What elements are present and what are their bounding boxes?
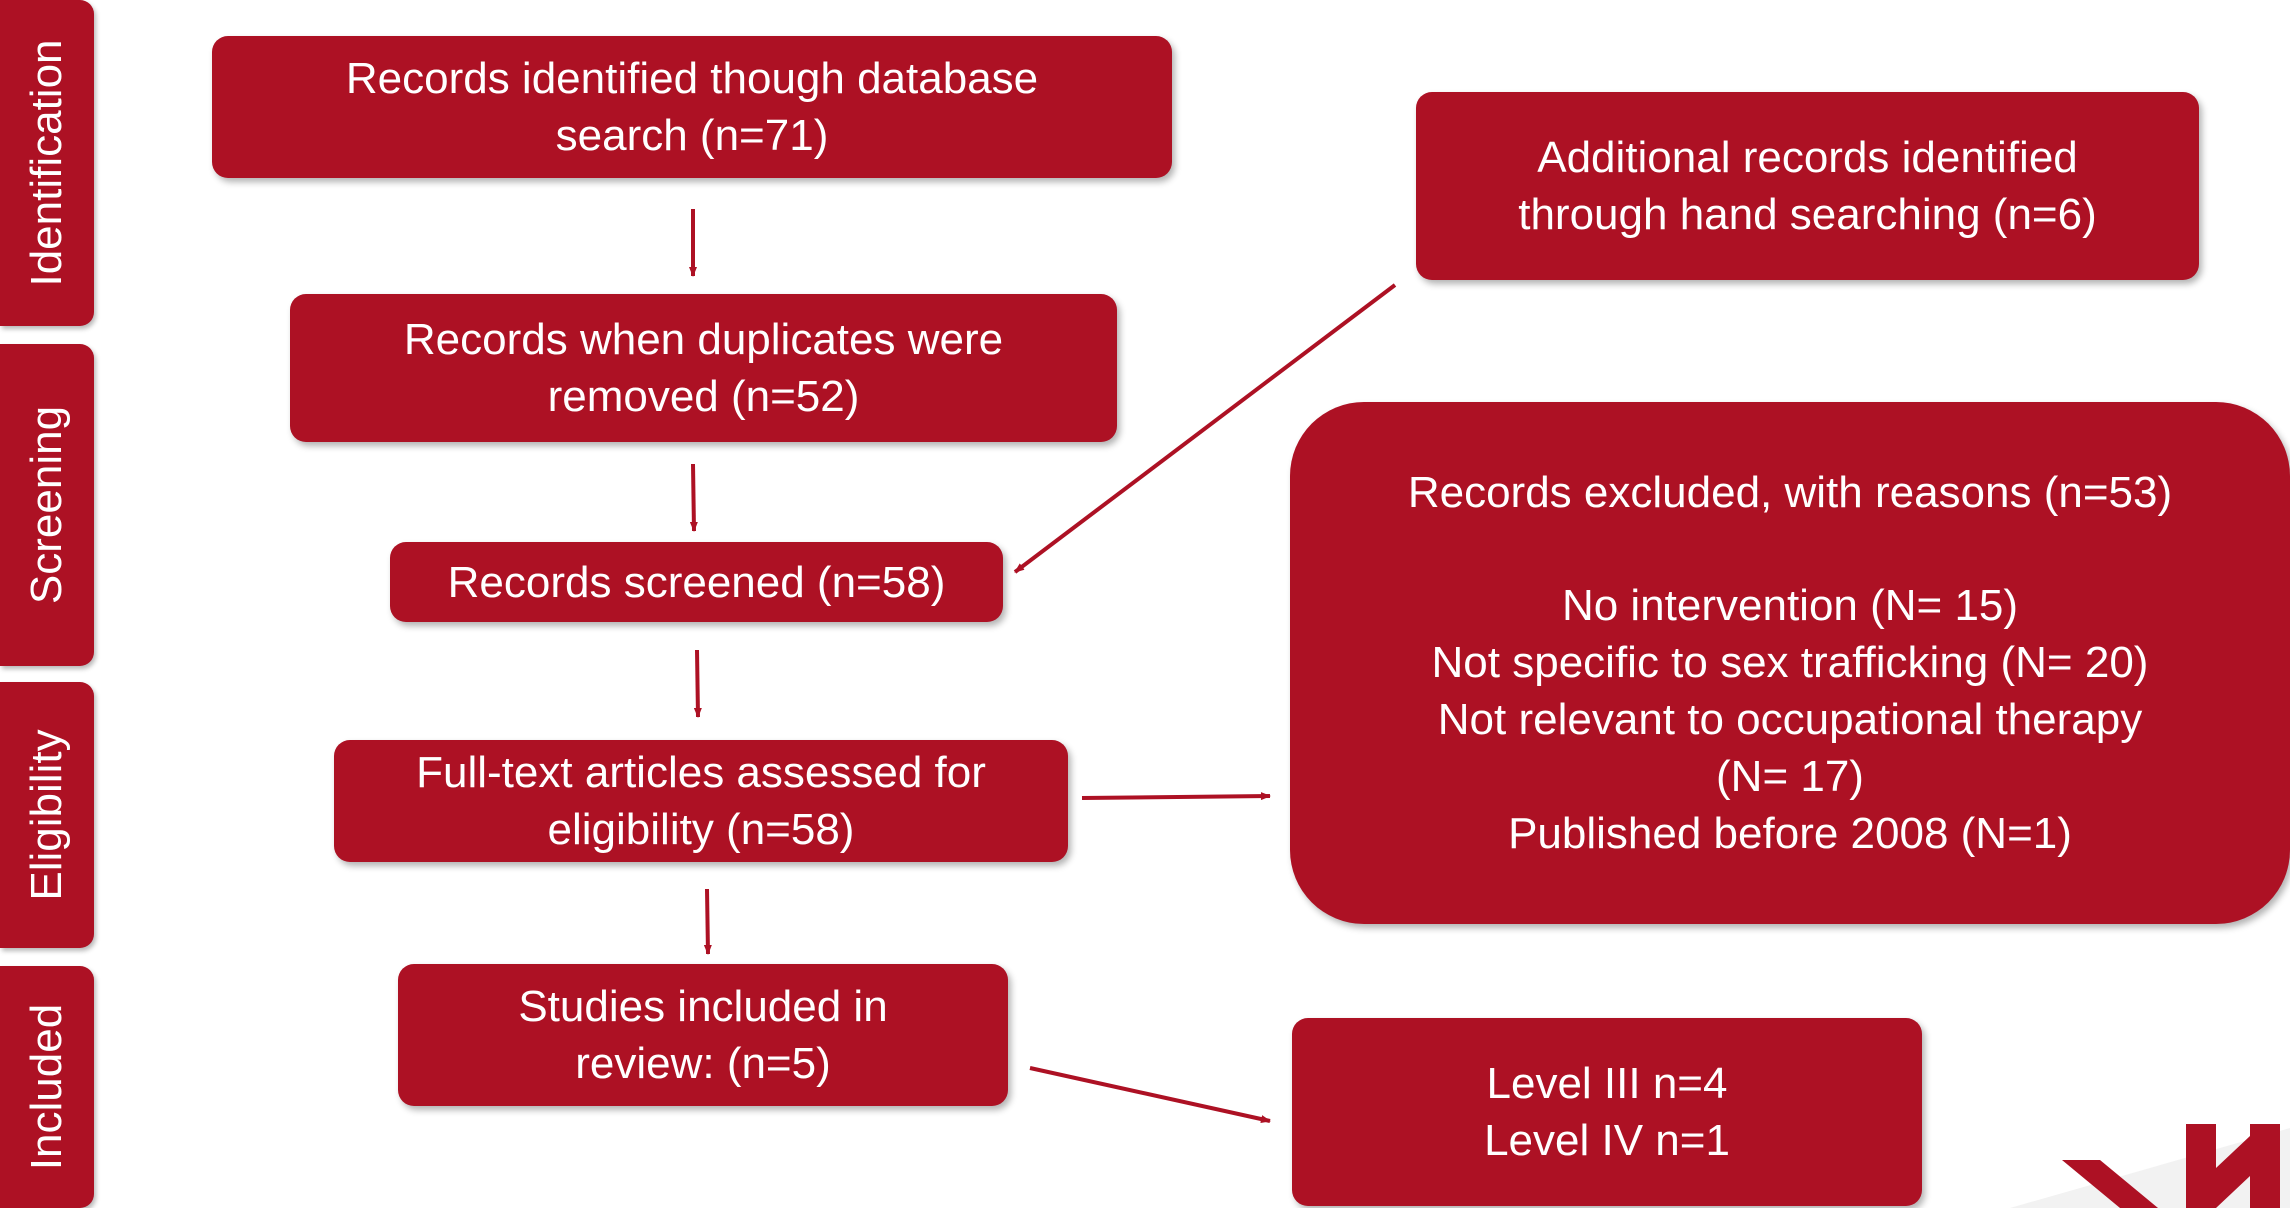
excluded-reason-4: (N= 17) xyxy=(1716,752,1864,801)
duplicates-line-1: Records when duplicates were xyxy=(403,315,1004,364)
hand-search-line-1: Additional records identified xyxy=(1537,133,2078,182)
box-duplicates-removed: Records when duplicates were removed (n=… xyxy=(290,294,1117,442)
level-iii: Level III n=4 xyxy=(1486,1059,1728,1108)
included-line-2: review: (n=5) xyxy=(575,1039,831,1088)
arrow-fulltext-to-excluded xyxy=(1081,792,1271,801)
hand-search-line-2: through hand searching (n=6) xyxy=(1518,190,2097,239)
excluded-reason-3: Not relevant to occupational therapy xyxy=(1437,695,2143,744)
arrow-fulltext-to-included xyxy=(703,888,712,955)
box-records-screened: Records screened (n=58) xyxy=(390,542,1003,622)
excluded-reason-5: Published before 2008 (N=1) xyxy=(1508,809,2072,858)
box-database-search: Records identified though database searc… xyxy=(212,36,1172,178)
box-studies-included: Studies included in review: (n=5) xyxy=(398,964,1008,1106)
box-evidence-levels: Level III n=4 Level IV n=1 xyxy=(1292,1018,1922,1206)
arrow-screened-to-fulltext xyxy=(693,649,702,718)
excluded-title: Records excluded, with reasons (n=53) xyxy=(1407,468,2173,517)
full-text-line-1: Full-text articles assessed for xyxy=(416,748,986,797)
excluded-reason-1: No intervention (N= 15) xyxy=(1561,581,2019,630)
box-records-excluded: Records excluded, with reasons (n=53) No… xyxy=(1290,402,2290,924)
database-search-line-2: search (n=71) xyxy=(555,111,829,160)
arrow-duplicates-to-screened xyxy=(689,463,698,532)
arrow-hand-to-screened xyxy=(1013,283,1397,574)
stage-tab-eligibility: Eligibility xyxy=(0,682,94,948)
stage-tab-included: Included xyxy=(0,966,94,1208)
arrow-included-to-levels xyxy=(1029,1066,1271,1123)
box-hand-search: Additional records identified through ha… xyxy=(1416,92,2199,280)
level-iv: Level IV n=1 xyxy=(1484,1116,1730,1165)
stage-tab-screening: Screening xyxy=(0,344,94,666)
included-line-1: Studies included in xyxy=(518,982,888,1031)
database-search-line-1: Records identified though database xyxy=(345,54,1039,103)
box-full-text-assessed: Full-text articles assessed for eligibil… xyxy=(334,740,1068,862)
full-text-line-2: eligibility (n=58) xyxy=(547,805,855,854)
screened-line-1: Records screened (n=58) xyxy=(447,557,946,607)
duplicates-line-2: removed (n=52) xyxy=(547,372,860,421)
excluded-reason-2: Not specific to sex trafficking (N= 20) xyxy=(1431,638,2149,687)
stage-tab-identification: Identification xyxy=(0,0,94,326)
